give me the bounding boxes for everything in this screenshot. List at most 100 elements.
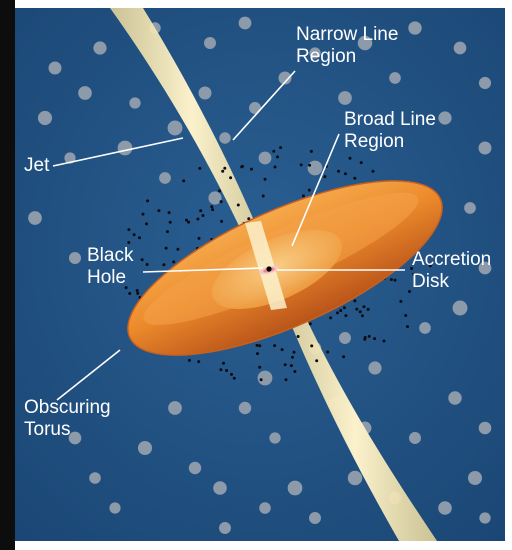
- cloud-blob: [189, 462, 201, 474]
- bl-dot: [383, 340, 386, 343]
- cloud-blob: [259, 502, 271, 514]
- cloud-blob: [464, 202, 476, 214]
- bl-dot: [258, 366, 261, 369]
- bl-dot: [373, 337, 376, 340]
- diagram-panel: Narrow Line Region Broad Line Region Jet…: [15, 8, 505, 541]
- bl-dot: [363, 305, 366, 308]
- bl-dot: [394, 279, 397, 282]
- bl-dot: [127, 241, 130, 244]
- bl-dot: [199, 209, 202, 212]
- cloud-blob: [309, 512, 321, 524]
- bl-dot: [233, 377, 236, 380]
- bl-dot: [196, 218, 199, 221]
- cloud-blob: [338, 91, 352, 105]
- bl-dot: [281, 348, 284, 351]
- cloud-blob: [339, 332, 351, 344]
- bl-dot: [308, 164, 311, 167]
- cloud-blob: [438, 501, 452, 515]
- bl-dot: [230, 373, 233, 376]
- cloud-blob: [468, 471, 482, 485]
- bl-dot: [349, 157, 352, 160]
- cloud-blob: [479, 422, 492, 435]
- bl-dot: [273, 344, 276, 347]
- bl-dot: [157, 209, 160, 212]
- bl-dot: [202, 214, 205, 217]
- bl-dot: [272, 150, 275, 153]
- cloud-blob: [453, 301, 468, 316]
- bl-dot: [136, 289, 139, 292]
- cloud-blob: [118, 141, 133, 156]
- cloud-blob: [479, 142, 492, 155]
- bl-dot: [309, 322, 312, 325]
- cloud-blob: [259, 152, 272, 165]
- bl-dot: [279, 146, 282, 149]
- bl-dot: [293, 351, 296, 354]
- bl-dot: [310, 344, 313, 347]
- cloud-blob: [308, 161, 323, 176]
- cloud-blob: [208, 191, 221, 204]
- cloud-blob: [239, 402, 251, 414]
- bl-dot: [165, 247, 168, 250]
- cloud-blob: [409, 432, 421, 444]
- label-jet: Jet: [24, 155, 49, 177]
- bl-dot: [276, 155, 279, 158]
- bl-dot: [353, 177, 356, 180]
- cloud-blob: [78, 86, 92, 100]
- bl-dot: [138, 236, 141, 239]
- black-hole: [266, 266, 271, 271]
- left-frame-strip: [0, 0, 15, 550]
- cloud-blob: [168, 401, 182, 415]
- bl-dot: [329, 316, 332, 319]
- bl-dot: [145, 222, 148, 225]
- cloud-blob: [448, 391, 461, 404]
- cloud-blob: [69, 252, 81, 264]
- bl-dot: [274, 166, 277, 169]
- bl-dot: [323, 175, 326, 178]
- cloud-blob: [89, 472, 101, 484]
- bl-dot: [390, 278, 393, 281]
- bl-dot: [185, 219, 188, 222]
- bl-dot: [310, 150, 313, 153]
- cloud-blob: [368, 361, 381, 374]
- bl-dot: [336, 311, 339, 314]
- bl-dot: [326, 351, 329, 354]
- cloud-blob: [49, 62, 62, 75]
- bl-dot: [290, 364, 293, 367]
- bl-dot: [220, 220, 223, 223]
- bl-dot: [250, 168, 253, 171]
- cloud-blob: [239, 17, 252, 30]
- cloud-blob: [454, 42, 467, 55]
- cloud-blob: [219, 522, 231, 534]
- bl-dot: [367, 308, 370, 311]
- bl-dot: [285, 378, 288, 381]
- bl-dot: [302, 194, 305, 197]
- bl-dot: [256, 344, 259, 347]
- bl-dot: [142, 213, 145, 216]
- bl-dot: [237, 204, 240, 207]
- label-black-hole: Black Hole: [87, 245, 133, 289]
- bl-dot: [399, 300, 402, 303]
- bl-dot: [166, 230, 169, 233]
- bl-dot: [169, 221, 172, 224]
- bl-dot: [176, 248, 179, 251]
- bl-dot: [221, 170, 224, 173]
- cloud-blob: [438, 111, 451, 124]
- bl-dot: [168, 211, 171, 214]
- cloud-blob: [28, 211, 42, 225]
- bl-dot: [359, 310, 362, 313]
- cloud-blob: [129, 97, 140, 108]
- bl-dot: [361, 314, 364, 317]
- cloud-blob: [204, 37, 216, 49]
- cloud-blob: [419, 322, 431, 334]
- bl-dot: [222, 362, 225, 365]
- cloud-blob: [93, 41, 106, 54]
- bl-dot: [141, 258, 144, 261]
- bl-dot: [408, 290, 411, 293]
- bl-dot: [182, 179, 185, 182]
- cloud-blob: [258, 371, 273, 386]
- bl-dot: [229, 176, 232, 179]
- bl-dot: [342, 355, 345, 358]
- bl-dot: [198, 167, 201, 170]
- bl-dot: [339, 309, 342, 312]
- bl-dot: [136, 292, 139, 295]
